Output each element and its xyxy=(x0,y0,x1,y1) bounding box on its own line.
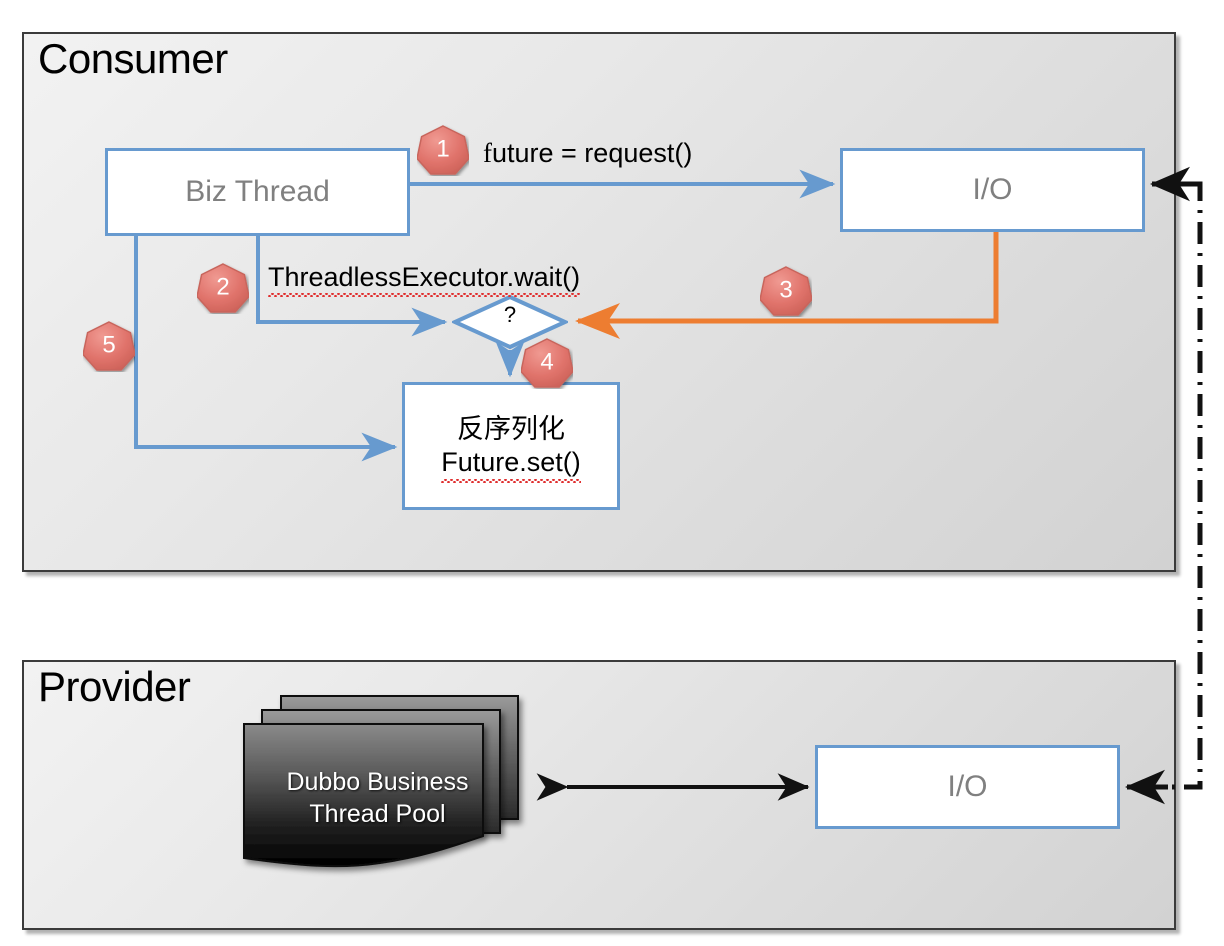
provider-panel-title: Provider xyxy=(38,663,191,710)
biz-thread-label: Biz Thread xyxy=(185,175,330,208)
decision-diamond-label: ? xyxy=(503,302,517,327)
heptagon-icon xyxy=(196,263,250,313)
deserialize-label: 反序列化 xyxy=(457,414,565,445)
label-future-request-rest: uture = request() xyxy=(492,138,693,168)
heptagon-icon xyxy=(759,266,813,316)
decision-diamond-shape xyxy=(450,294,570,350)
step-badge-1[interactable]: 1 xyxy=(416,124,470,176)
label-future-request-f: f xyxy=(483,138,492,168)
biz-thread-box[interactable]: Biz Thread xyxy=(105,148,410,236)
step-badge-2[interactable]: 2 xyxy=(196,262,250,314)
provider-io-label: I/O xyxy=(947,770,988,803)
step-badge-4[interactable]: 4 xyxy=(520,337,574,389)
label-threadless-wait: ThreadlessExecutor.wait() xyxy=(268,262,581,297)
consumer-io-label: I/O xyxy=(972,173,1013,206)
future-set-label: Future.set() xyxy=(441,447,581,483)
consumer-io-box[interactable]: I/O xyxy=(840,148,1145,232)
consumer-panel-title: Consumer xyxy=(38,35,228,82)
label-threadless-wait-text: ThreadlessExecutor.wait() xyxy=(268,262,581,297)
label-future-request: future = request() xyxy=(483,138,692,169)
provider-io-box[interactable]: I/O xyxy=(815,745,1120,829)
decision-diamond[interactable]: ? xyxy=(450,294,570,350)
heptagon-icon xyxy=(520,338,574,388)
thread-pool-stack-shape xyxy=(243,695,519,868)
deserialize-future-set-box[interactable]: 反序列化 Future.set() xyxy=(402,382,620,510)
dubbo-business-thread-pool[interactable]: Dubbo Business Thread Pool xyxy=(240,686,560,881)
heptagon-icon xyxy=(416,125,470,175)
step-badge-5[interactable]: 5 xyxy=(82,320,136,372)
step-badge-3[interactable]: 3 xyxy=(759,265,813,317)
heptagon-icon xyxy=(82,321,136,371)
